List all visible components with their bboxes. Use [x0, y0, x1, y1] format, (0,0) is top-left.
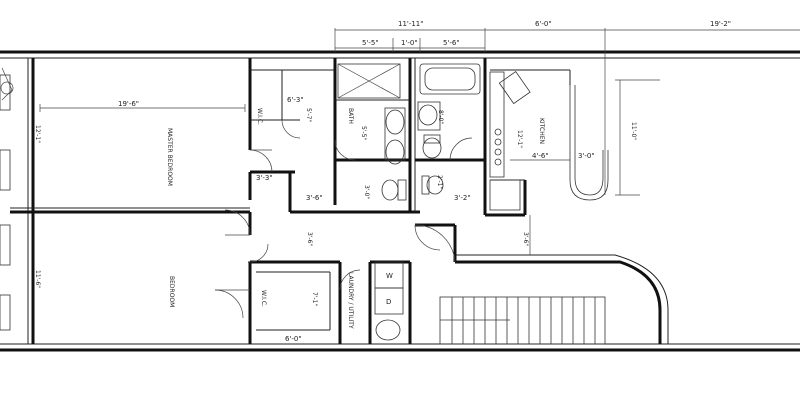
- dim-hall-3-2: 3'-2": [454, 194, 471, 202]
- room-bedroom: BEDROOM: [168, 276, 175, 307]
- exterior-walls: [0, 50, 800, 352]
- stairs: [439, 296, 606, 345]
- dim-1-0: 1'-0": [401, 39, 418, 47]
- fixtures: [375, 63, 531, 341]
- dim-kitchen-11-0: 11'-0": [630, 122, 637, 140]
- room-laundry: LAUNDRY / UTILITY: [347, 272, 354, 329]
- dim-5-6: 5'-6": [443, 39, 460, 47]
- dim-master-width: 19'-6": [118, 100, 139, 108]
- room-bath: BATH: [347, 108, 354, 124]
- dim-6-0: 6'-0": [535, 20, 552, 28]
- interior-walls: [10, 58, 669, 344]
- dim-19-2: 19'-2": [710, 20, 731, 28]
- left-windows: [0, 67, 14, 331]
- dim-hall-2-1: 2'-1": [436, 175, 443, 189]
- dim-hall-3-6a: 3'-6": [306, 194, 323, 202]
- dim-hall-3-3: 3'-3": [256, 174, 273, 182]
- room-master-bedroom: MASTER BEDROOM: [166, 128, 173, 186]
- dim-hall-3-6c: 3'-6": [522, 232, 529, 246]
- dim-5-5: 5'-5": [362, 39, 379, 47]
- dim-master-height: 12'-1": [34, 125, 41, 143]
- dim-hall-3-6b: 3'-6": [306, 232, 313, 246]
- doors: [214, 119, 473, 319]
- room-wic-master: W.I.C.: [256, 108, 263, 125]
- labels: 11'-11" 6'-0" 19'-2" 5'-5" 1'-0" 5'-6" 1…: [34, 20, 731, 343]
- dim-wic-6-3: 6'-3": [287, 96, 304, 104]
- dim-wic-6-0: 6'-0": [285, 335, 302, 343]
- room-wic-bedroom: W.I.C.: [260, 290, 267, 307]
- dim-bedroom-height: 11'-6": [34, 270, 41, 288]
- dryer-label: D: [386, 298, 391, 306]
- dim-wic-7-1: 7'-1": [311, 292, 318, 306]
- room-kitchen: KITCHEN: [538, 118, 545, 144]
- dim-bath-8-0: 8'-0": [437, 110, 444, 124]
- dimension-lines: [39, 28, 800, 255]
- dim-kitchen-4-6: 4'-6": [532, 152, 549, 160]
- dim-kitchen-3-0: 3'-0": [578, 152, 595, 160]
- dim-kitchen-12-1: 12'-1": [516, 130, 523, 148]
- washer-label: W: [386, 272, 393, 280]
- dim-bath-3-0: 3'-0": [363, 185, 370, 199]
- dim-bath-5-5: 5'-5": [360, 126, 367, 140]
- dim-wic-5-7: 5'-7": [305, 108, 312, 122]
- dim-11-11: 11'-11": [398, 20, 423, 28]
